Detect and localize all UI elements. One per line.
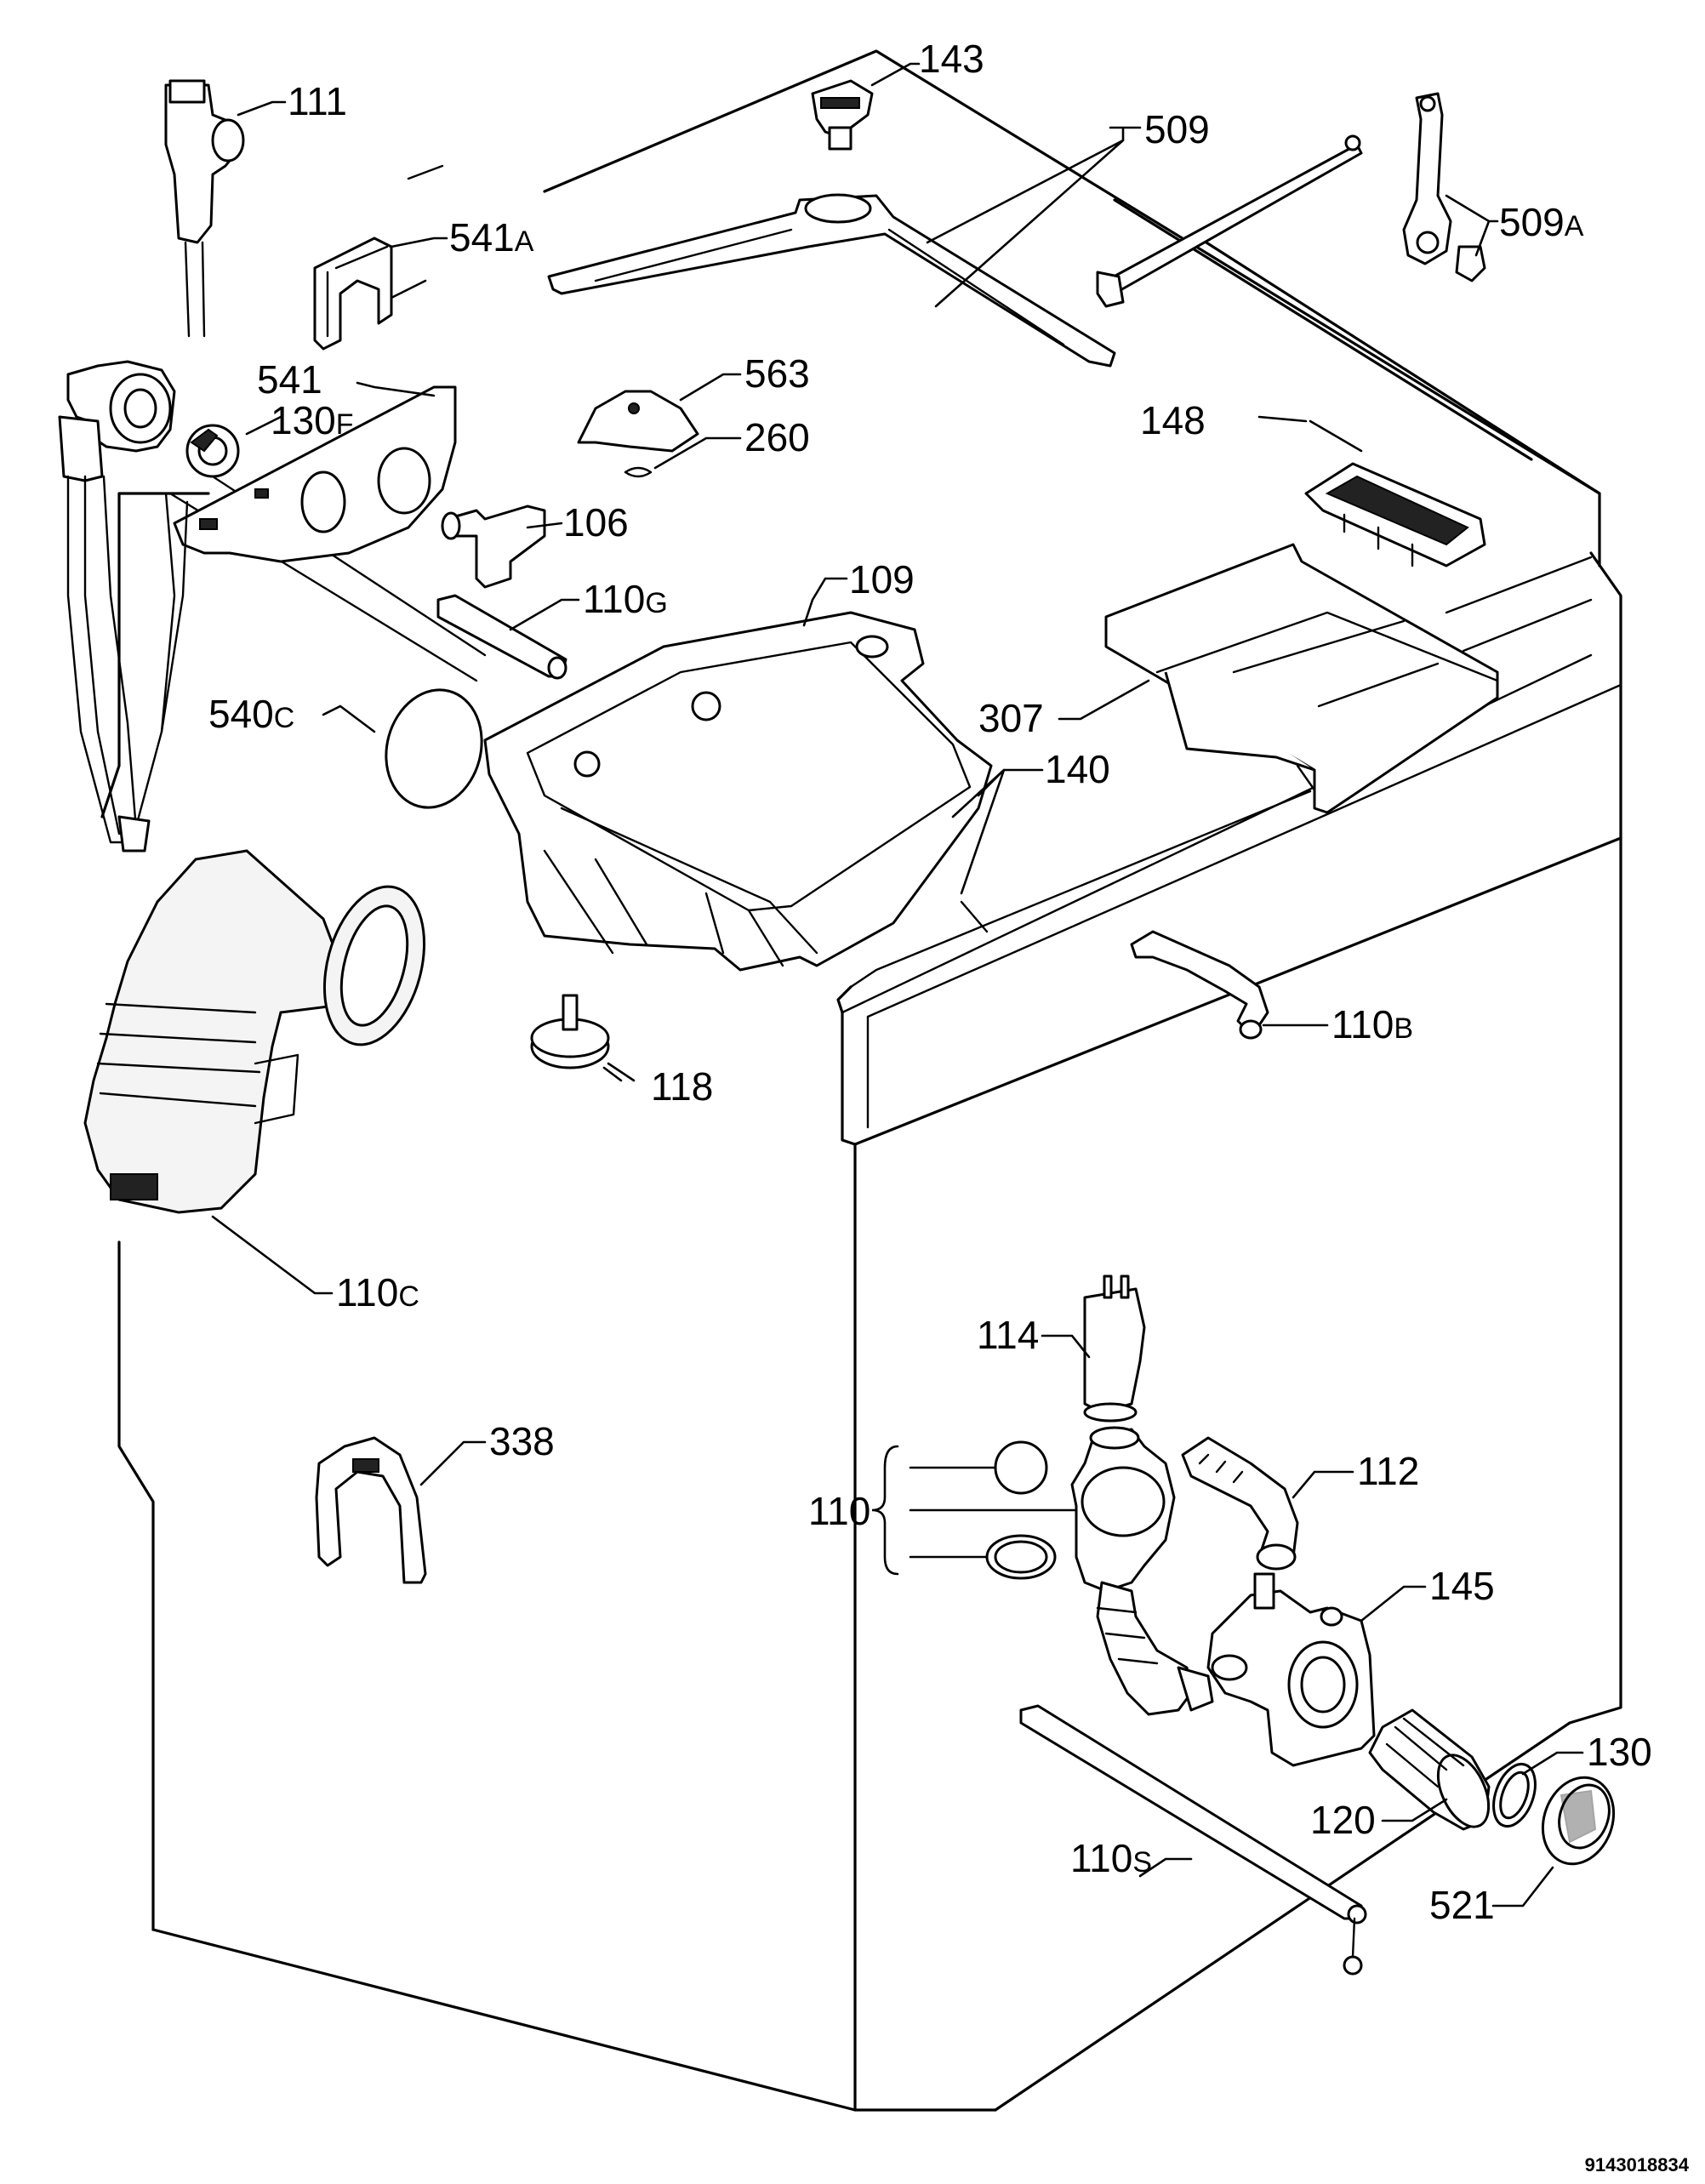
cabinet-outline bbox=[100, 49, 1622, 2112]
clamp-338 bbox=[315, 1436, 427, 1584]
label-307: 307 bbox=[978, 696, 1044, 740]
label-130f: 130F bbox=[271, 398, 354, 442]
label-130: 130 bbox=[1587, 1730, 1652, 1774]
label-521: 521 bbox=[1429, 1883, 1495, 1927]
label-110b: 110B bbox=[1331, 1002, 1413, 1046]
label-145: 145 bbox=[1429, 1564, 1495, 1608]
spring-260 bbox=[624, 466, 653, 478]
clip-541A bbox=[313, 237, 393, 351]
label-541: 541 bbox=[257, 357, 322, 402]
part-labels: 111 143 509 509A 541A 541 130F 563 260 1… bbox=[208, 37, 1652, 1927]
label-509a: 509A bbox=[1499, 200, 1584, 244]
drain-pump-145 bbox=[1206, 1572, 1376, 1767]
label-140: 140 bbox=[1045, 747, 1110, 791]
switch-148 bbox=[1304, 462, 1486, 567]
label-120: 120 bbox=[1310, 1798, 1376, 1842]
leader-lines bbox=[211, 62, 1584, 1907]
inlet-elbow-hose bbox=[58, 360, 189, 853]
cap-521 bbox=[1541, 1776, 1616, 1866]
sensor-114 bbox=[1083, 1274, 1146, 1423]
tube-110G bbox=[436, 594, 567, 680]
ball bbox=[994, 1440, 1048, 1495]
knob-143 bbox=[811, 79, 874, 151]
bracket-110 bbox=[871, 1445, 899, 1576]
label-110g: 110G bbox=[583, 577, 668, 621]
label-563: 563 bbox=[744, 351, 810, 396]
lever-509A bbox=[1402, 92, 1486, 282]
o-ring-130 bbox=[1492, 1763, 1537, 1828]
label-148: 148 bbox=[1140, 398, 1206, 442]
label-111: 111 bbox=[288, 79, 347, 123]
filter-120 bbox=[1368, 1708, 1491, 1831]
label-540c: 540C bbox=[208, 692, 294, 736]
cover-563 bbox=[577, 390, 699, 453]
label-143: 143 bbox=[919, 37, 984, 81]
label-114: 114 bbox=[977, 1313, 1039, 1357]
label-109: 109 bbox=[849, 557, 915, 602]
label-110c: 110C bbox=[336, 1270, 419, 1314]
dispenser-drawer-307 bbox=[1104, 543, 1499, 814]
rod-110S bbox=[1019, 1704, 1367, 1976]
bracket-106 bbox=[441, 505, 546, 589]
lever-arm-509 bbox=[547, 193, 1116, 368]
label-118: 118 bbox=[651, 1064, 713, 1109]
label-541a: 541A bbox=[449, 215, 534, 259]
rod-509 bbox=[1096, 134, 1363, 308]
hose-112 bbox=[1181, 1436, 1299, 1571]
nut-130F bbox=[185, 424, 240, 478]
label-110s: 110S bbox=[1070, 1836, 1152, 1880]
bellows-hose-110C bbox=[83, 849, 426, 1214]
filter-housing-110 bbox=[985, 1426, 1214, 1716]
label-110: 110 bbox=[808, 1489, 870, 1533]
label-338: 338 bbox=[489, 1419, 555, 1463]
detergent-box-109 bbox=[483, 611, 993, 972]
label-112: 112 bbox=[1357, 1449, 1419, 1493]
label-260: 260 bbox=[744, 415, 810, 459]
gear-118 bbox=[530, 994, 610, 1069]
label-509: 509 bbox=[1144, 107, 1210, 151]
label-106: 106 bbox=[563, 500, 629, 545]
inlet-hose-connector-111 bbox=[164, 79, 245, 338]
disc-540C bbox=[385, 688, 483, 809]
reference-number: 9143018834 bbox=[1585, 2154, 1690, 2175]
bracket-541 bbox=[173, 385, 457, 563]
hose-110B bbox=[1130, 930, 1269, 1040]
